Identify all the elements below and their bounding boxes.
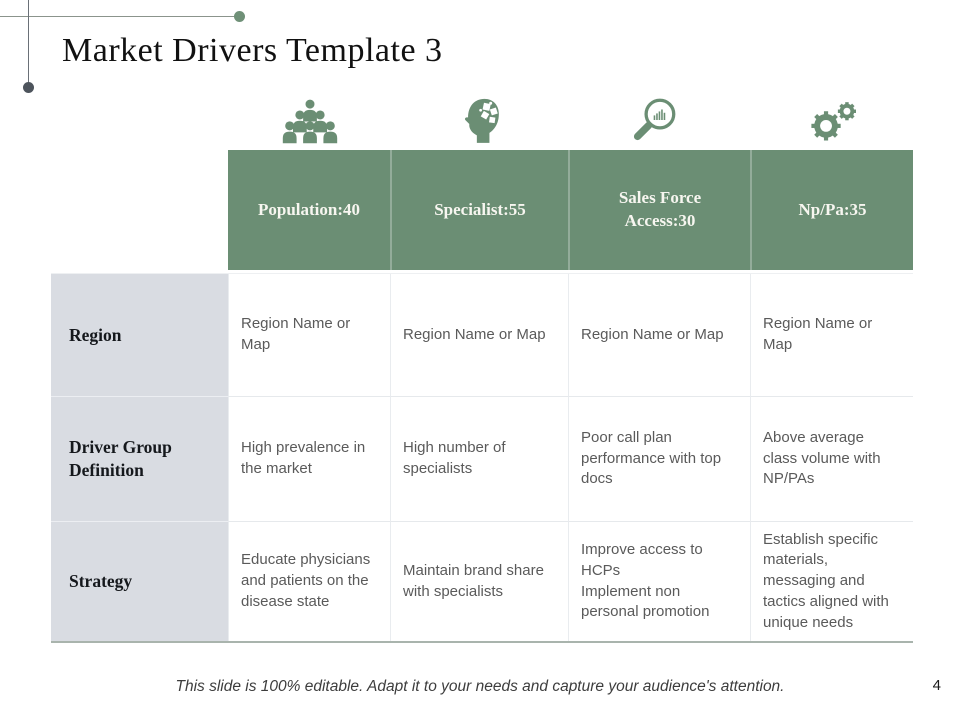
magnifier-bar-chart-icon (629, 96, 679, 144)
people-group-icon (281, 99, 339, 144)
decorative-green-dot (234, 11, 245, 22)
table-cell: High number of specialists (390, 397, 568, 522)
column-header-sales-force-access: Sales Force Access:30 (568, 150, 750, 270)
page-number: 4 (932, 677, 941, 694)
column-header-np-pa: Np/Pa:35 (750, 150, 913, 270)
table-header-row: Population:40 Specialist:55 Sales Force … (228, 150, 913, 270)
table-cell: Establish specific materials, messaging … (750, 522, 913, 641)
slide-title: Market Drivers Template 3 (62, 32, 443, 69)
head-puzzle-icon (458, 95, 502, 143)
footer-note: This slide is 100% editable. Adapt it to… (175, 678, 785, 695)
decorative-gray-dot (23, 82, 34, 93)
table-cell: Region Name or Map (568, 274, 750, 397)
table-cell: Above average class volume with NP/PAs (750, 397, 913, 522)
table-body: Region Region Name or Map Region Name or… (51, 273, 913, 643)
table-cell: High prevalence in the market (228, 397, 390, 522)
table-cell: Improve access to HCPs Implement non per… (568, 522, 750, 641)
column-header-specialist: Specialist:55 (390, 150, 568, 270)
gears-icon (805, 98, 861, 144)
table-cell: Maintain brand share with specialists (390, 522, 568, 641)
table-cell: Region Name or Map (750, 274, 913, 397)
row-header-driver-group-definition: Driver Group Definition (51, 397, 228, 522)
decorative-vertical-line (28, 0, 29, 86)
table-cell: Region Name or Map (228, 274, 390, 397)
column-header-population: Population:40 (228, 150, 390, 270)
table-cell: Educate physicians and patients on the d… (228, 522, 390, 641)
decorative-horizontal-line (0, 16, 237, 17)
table-cell: Poor call plan performance with top docs (568, 397, 750, 522)
row-header-strategy: Strategy (51, 522, 228, 641)
table-cell: Region Name or Map (390, 274, 568, 397)
row-header-region: Region (51, 274, 228, 397)
